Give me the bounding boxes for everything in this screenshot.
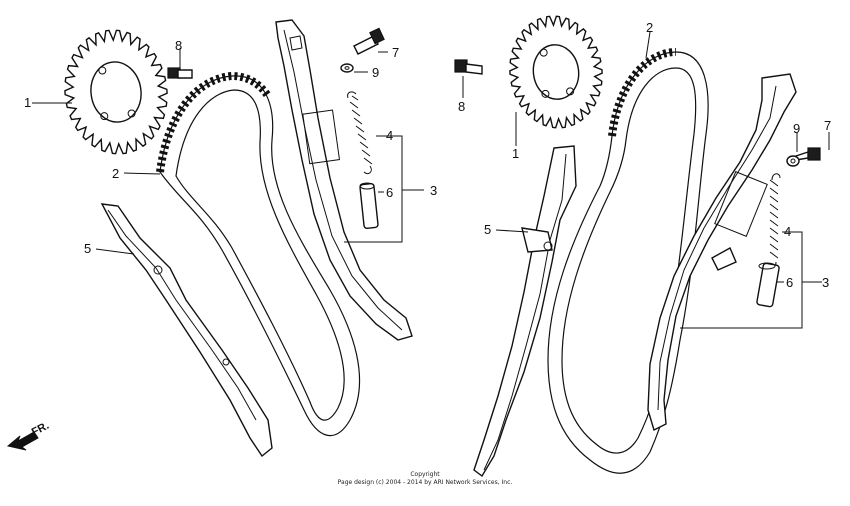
chain-tensioner-right <box>647 73 797 431</box>
callout-9-left: 9 <box>372 65 379 80</box>
copyright-line-1: Copyright <box>410 471 440 478</box>
chain-guide-right <box>473 145 577 478</box>
chain-guide-left <box>100 203 273 458</box>
callout-7-left: 7 <box>392 45 399 60</box>
cam-sprocket-left <box>64 29 168 155</box>
callout-1-right: 1 <box>512 146 519 161</box>
callout-8-left: 8 <box>175 38 182 53</box>
bolt-right <box>795 147 821 161</box>
callout-5-right: 5 <box>484 222 491 237</box>
callout-2-right: 2 <box>646 20 653 35</box>
cam-chain-left <box>156 71 361 437</box>
copyright-line-2: Page design (c) 2004 - 2014 by ARI Netwo… <box>338 479 513 486</box>
callout-leaders-left <box>32 48 424 255</box>
callout-9-right: 9 <box>793 121 800 136</box>
sprocket-bolt-right <box>454 59 483 75</box>
callout-leaders-right <box>462 31 830 329</box>
callout-7-right: 7 <box>824 118 831 133</box>
collar-right <box>756 262 780 308</box>
callout-3-left: 3 <box>430 183 437 198</box>
cam-chain-right <box>547 48 709 474</box>
callout-4-right: 4 <box>784 224 791 239</box>
cam-sprocket-right <box>509 15 603 129</box>
front-direction-arrow-icon <box>6 431 39 451</box>
callout-6-right: 6 <box>786 275 793 290</box>
tensioner-spring-right <box>767 173 781 269</box>
callout-5-left: 5 <box>84 241 91 256</box>
callout-8-right: 8 <box>458 99 465 114</box>
washer-left <box>340 63 354 73</box>
sprocket-bolt-left <box>167 67 193 79</box>
washer-right <box>786 155 800 167</box>
callout-2-left: 2 <box>112 166 119 181</box>
callout-6-left: 6 <box>386 185 393 200</box>
callout-3-right: 3 <box>822 275 829 290</box>
callout-1-left: 1 <box>24 95 31 110</box>
front-direction-label: FR. <box>30 420 51 439</box>
chain-tensioner-left <box>275 19 413 341</box>
bolt-left <box>353 27 385 55</box>
tensioner-spring-left <box>347 91 373 175</box>
collar-left <box>359 182 379 230</box>
callout-4-left: 4 <box>386 128 393 143</box>
